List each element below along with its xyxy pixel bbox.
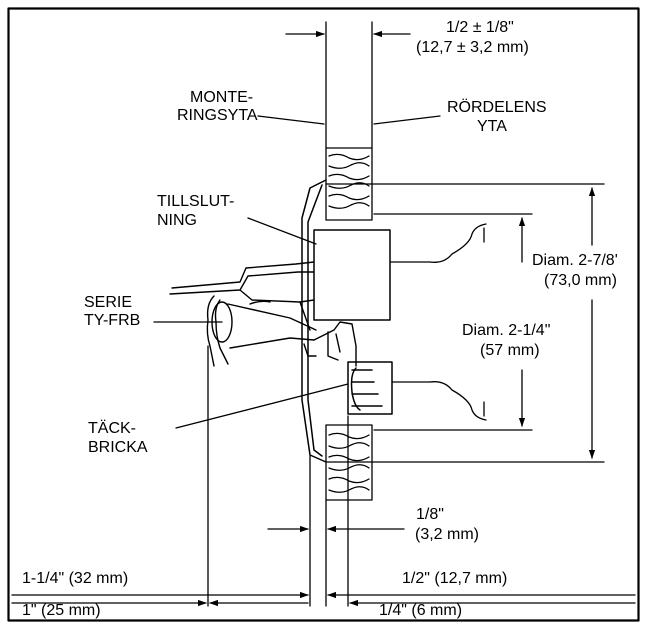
closure-leader — [247, 217, 317, 245]
closure-label-1: TILLSLUT- — [157, 193, 235, 210]
series-label-1: SERIE — [84, 294, 133, 311]
gap-top-in-label: 1/2 ± 1/8" — [446, 19, 514, 36]
gap-small-in-label: 1/8" — [416, 506, 444, 523]
mounting-surface-leader — [257, 115, 325, 125]
series-label-2: TY-FRB — [84, 312, 141, 329]
diam-outer-label-1: Diam. 2-7/8' — [532, 252, 618, 269]
dim-6-label: 1/4" (6 mm) — [379, 602, 463, 619]
dim-12-7-label: 1/2" (12,7 mm) — [402, 570, 508, 587]
closure-body — [313, 229, 391, 321]
support-arm-lower — [429, 381, 487, 421]
gap-small-mm-label: (3,2 mm) — [415, 526, 479, 543]
mounting-surface-label-1: MONTE- — [190, 89, 254, 106]
fitting-face-label-2: YTA — [477, 118, 507, 135]
diam-outer-label-2: (73,0 mm) — [544, 272, 617, 289]
fitting-face-leader — [373, 115, 441, 125]
cup-outline — [301, 179, 327, 463]
dim-25-label: 1" (25 mm) — [22, 602, 101, 619]
support-arm-upper — [429, 223, 487, 263]
diam-inner-label-1: Diam. 2-1/4" — [462, 322, 551, 339]
mounting-surface-label-2: RINGSYTA — [177, 107, 258, 124]
cover-plate-body — [347, 361, 393, 415]
fitting-face-label-1: RÖRDELENS — [447, 99, 547, 116]
cover-plate-leader — [175, 383, 349, 429]
gap-top-mm-label: (12,7 ± 3,2 mm) — [416, 39, 529, 56]
cover-plate-label-2: BRICKA — [88, 439, 148, 456]
dim-32-label: 1-1/4" (32 mm) — [22, 570, 129, 587]
frame-border — [7, 7, 640, 622]
closure-label-2: NING — [157, 212, 197, 229]
diam-inner-label-2: (57 mm) — [480, 342, 540, 359]
cover-plate-label-1: TÄCK- — [88, 420, 136, 437]
